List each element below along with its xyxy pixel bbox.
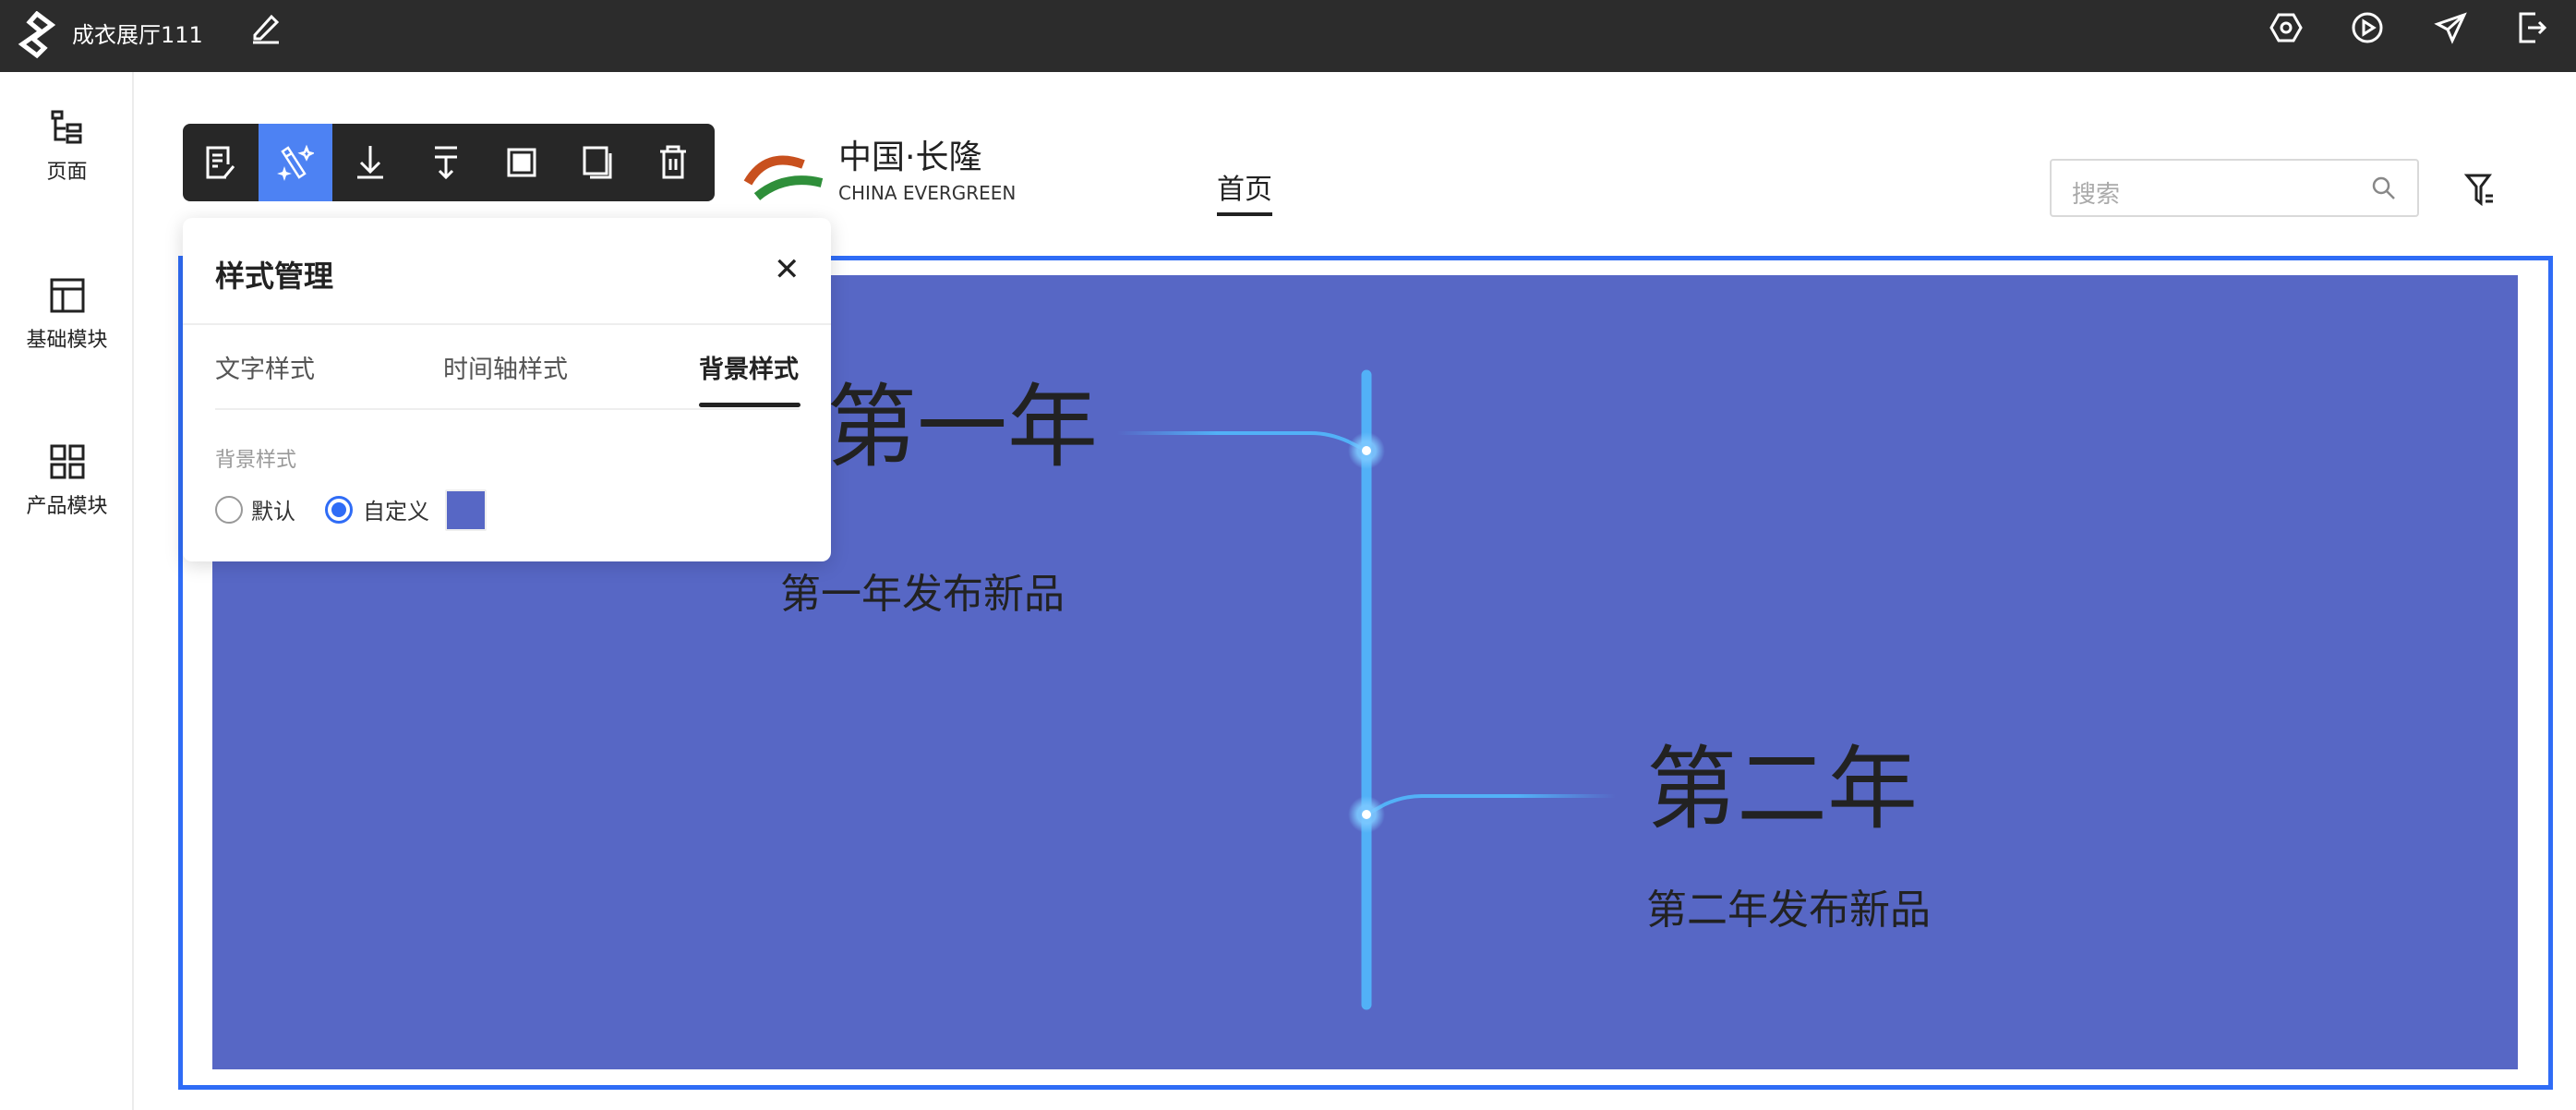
tab-text-style[interactable]: 文字样式 xyxy=(215,356,315,384)
style-manager-panel: 样式管理 ✕ 文字样式 时间轴样式 背景样式 背景样式 默认 自定义 xyxy=(183,218,831,561)
radio-default-label: 默认 xyxy=(251,499,295,525)
insert-below-icon xyxy=(435,146,457,180)
magic-wand-icon xyxy=(277,144,314,181)
section-label: 背景样式 xyxy=(215,449,297,472)
copy-icon xyxy=(583,146,612,179)
play-icon[interactable] xyxy=(2351,11,2384,44)
layout-icon xyxy=(50,278,84,313)
logo-s-icon xyxy=(18,11,56,59)
delete-button[interactable] xyxy=(635,124,711,201)
filter-icon[interactable] xyxy=(2463,172,2500,209)
exit-icon[interactable] xyxy=(2515,11,2548,44)
timeline-component[interactable]: 第一年 第一年发布新品 第二年 第二年发布新品 xyxy=(212,275,2518,1069)
divider xyxy=(183,323,831,325)
frame-icon xyxy=(507,148,536,177)
top-bar: 成衣展厅111 xyxy=(0,0,2576,72)
sidebar-item-pages[interactable]: 页面 xyxy=(0,109,134,185)
radio-custom[interactable] xyxy=(325,496,353,524)
tab-background-style[interactable]: 背景样式 xyxy=(699,356,799,384)
delete-icon xyxy=(660,145,686,179)
panel-title: 样式管理 xyxy=(215,259,334,294)
component-toolbar xyxy=(183,124,715,201)
send-icon[interactable] xyxy=(2434,11,2467,44)
frame-button[interactable] xyxy=(484,124,560,201)
search-icon[interactable] xyxy=(2371,175,2397,201)
timeline-title-1: 第一年 xyxy=(826,375,1099,480)
edit-doc-icon xyxy=(206,146,235,179)
search-placeholder: 搜索 xyxy=(2072,181,2121,209)
page-tree-icon xyxy=(51,110,81,144)
download-icon xyxy=(357,146,383,179)
sidebar-item-basic-modules[interactable]: 基础模块 xyxy=(0,277,134,353)
project-title: 成衣展厅111 xyxy=(72,22,203,48)
sidebar: 页面 基础模块 产品模块 xyxy=(0,72,134,1110)
active-tab-indicator xyxy=(699,403,800,407)
timeline-desc-2: 第二年发布新品 xyxy=(1646,887,1931,934)
sidebar-item-label: 基础模块 xyxy=(26,329,108,352)
insert-below-button[interactable] xyxy=(408,124,484,201)
search-input[interactable]: 搜索 xyxy=(2050,159,2419,217)
timeline-title-2: 第二年 xyxy=(1646,737,1919,842)
sidebar-item-label: 页面 xyxy=(46,161,88,184)
connector-2 xyxy=(1366,794,1616,816)
color-swatch[interactable] xyxy=(445,489,487,531)
tab-timeline-style[interactable]: 时间轴样式 xyxy=(443,356,568,384)
selected-component-outline xyxy=(178,256,2553,1090)
logo-mark-icon xyxy=(743,155,824,200)
style-button[interactable] xyxy=(259,124,332,201)
sidebar-item-product-modules[interactable]: 产品模块 xyxy=(0,443,134,519)
brand-logo: 中国·长隆 CHINA EVERGREEN xyxy=(729,139,1034,212)
logo-text-cn: 中国·长隆 xyxy=(838,139,982,176)
edit-content-button[interactable] xyxy=(183,124,259,201)
copy-button[interactable] xyxy=(560,124,635,201)
radio-custom-label: 自定义 xyxy=(363,499,429,525)
sidebar-item-label: 产品模块 xyxy=(26,495,108,518)
radio-default[interactable] xyxy=(215,496,243,524)
nav-home[interactable]: 首页 xyxy=(1217,166,1272,216)
edit-icon[interactable] xyxy=(249,11,283,44)
grid-icon xyxy=(50,444,84,479)
settings-icon[interactable] xyxy=(2269,11,2303,44)
move-down-button[interactable] xyxy=(332,124,408,201)
timeline-desc-1: 第一年发布新品 xyxy=(780,571,1065,618)
logo-text-en: CHINA EVERGREEN xyxy=(838,182,1017,204)
close-icon[interactable]: ✕ xyxy=(774,251,800,288)
tab-divider xyxy=(215,408,800,410)
timeline-graphic xyxy=(1117,369,1616,1010)
connector-1 xyxy=(1117,431,1367,452)
